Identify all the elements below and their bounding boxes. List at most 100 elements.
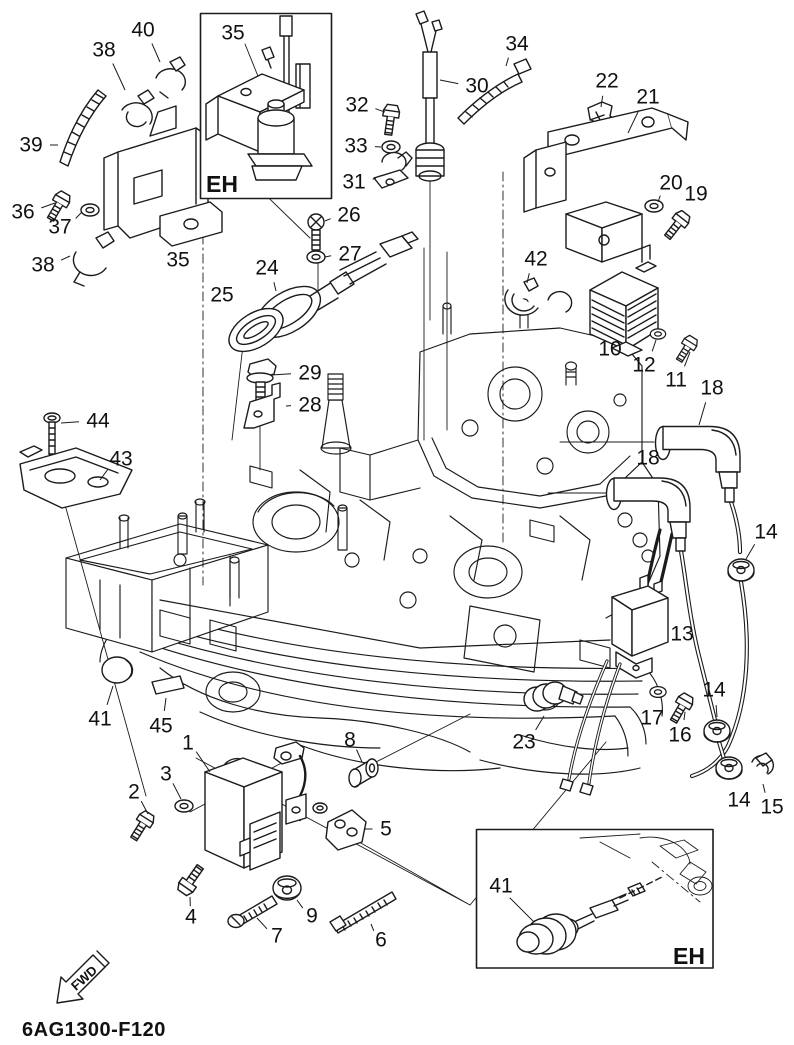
part-coil-lead-terminals xyxy=(559,778,594,796)
leader-line-31-9 xyxy=(372,177,377,180)
part-15-clamp xyxy=(751,752,775,775)
callout-label-24-18: 24 xyxy=(255,257,279,280)
callout-label-4-45: 4 xyxy=(185,906,197,929)
leader-line-45-39 xyxy=(163,697,167,712)
inset-top-eh-label: EH xyxy=(206,171,238,197)
leader-line-11-23 xyxy=(684,351,691,367)
fwd-arrow xyxy=(56,950,110,1004)
callout-label-36-3: 36 xyxy=(11,201,34,224)
callout-label-18-25: 18 xyxy=(636,447,659,470)
part-39-cable-tie xyxy=(59,89,107,167)
leader-line-44-28 xyxy=(60,421,80,424)
leader-line-22-12 xyxy=(600,95,604,108)
leader-line-2-42 xyxy=(140,800,149,815)
leader-line-16-34 xyxy=(683,711,686,721)
callout-label-15-37: 15 xyxy=(760,796,783,819)
callout-label-2-42: 2 xyxy=(128,781,140,804)
callout-label-28-27: 28 xyxy=(298,394,321,417)
part-17-washer xyxy=(649,685,667,699)
leader-line-37-4 xyxy=(75,211,83,219)
callout-label-27-17: 27 xyxy=(338,243,361,266)
part-1-cdi-unit xyxy=(204,757,283,871)
inset-bottom-engine-fragment xyxy=(579,833,713,903)
part-27-washer xyxy=(306,250,326,264)
part-14-grommet-c xyxy=(715,756,743,780)
part-20-washer xyxy=(644,199,664,213)
part-12-washer xyxy=(649,328,667,340)
leader-line-14-32 xyxy=(715,705,718,718)
leader-line-34-11 xyxy=(505,57,509,67)
part-7-screw xyxy=(227,895,278,929)
part-44-screw xyxy=(43,412,61,461)
part-18-plug-cap-upper xyxy=(654,425,741,503)
leader-line-38-5 xyxy=(60,255,71,261)
callout-label-23-35: 23 xyxy=(512,731,535,754)
callout-label-18-24: 18 xyxy=(700,377,723,400)
callout-label-40-0: 40 xyxy=(131,19,154,42)
callout-label-35-6: 35 xyxy=(166,249,189,272)
callout-label-16-34: 16 xyxy=(668,724,691,747)
part-6-cable-tie xyxy=(329,891,397,934)
callout-label-21-13: 21 xyxy=(636,86,659,109)
leader-lines xyxy=(41,43,766,931)
callout-label-43-29: 43 xyxy=(109,448,132,471)
callout-label-37-4: 37 xyxy=(48,216,71,239)
part-28-bracket xyxy=(243,382,281,429)
part-23-sensor xyxy=(523,681,584,712)
leader-line-14-30 xyxy=(745,543,756,560)
callout-label-25-19: 25 xyxy=(210,284,233,307)
callout-label-6-48: 6 xyxy=(375,929,387,952)
callout-label-38-1: 38 xyxy=(92,39,115,62)
part-34-cable-tie xyxy=(457,58,532,125)
leader-line-7-47 xyxy=(256,917,268,930)
part-9-grommet xyxy=(272,875,302,901)
part-4-bolt xyxy=(174,861,208,899)
leader-line-1-40 xyxy=(195,751,211,773)
leader-line-15-37 xyxy=(762,783,766,793)
part-35-bracket xyxy=(103,105,223,247)
callout-label-14-36: 14 xyxy=(727,789,751,812)
leader-line-18-24 xyxy=(698,402,707,426)
inset-top-part-drawing xyxy=(205,15,313,181)
leader-line-3-41 xyxy=(172,783,182,800)
leader-line-30-10 xyxy=(439,79,459,85)
inset-bottom-part-label: 41 xyxy=(489,875,512,898)
part-10-rectifier xyxy=(589,244,659,357)
part-8-collar xyxy=(348,758,379,788)
leader-line-26-16 xyxy=(324,218,331,222)
part-25-gasket xyxy=(228,307,284,353)
leader-line-21-13 xyxy=(627,110,640,134)
part-32-bolt xyxy=(379,103,402,137)
leader-line-24-18 xyxy=(273,282,277,292)
part-33-washer xyxy=(381,140,401,154)
part-30-wire-harness xyxy=(415,10,445,182)
callout-label-26-16: 26 xyxy=(337,204,360,227)
callout-label-30-10: 30 xyxy=(465,75,488,98)
part-3-washer xyxy=(174,799,194,813)
part-wire-bracket xyxy=(273,741,328,825)
part-40-clamp xyxy=(155,56,187,99)
callout-label-5-44: 5 xyxy=(380,818,392,841)
leader-line-12-22 xyxy=(651,339,657,352)
callout-label-38-5: 38 xyxy=(31,254,54,277)
inset-bottom-part-drawing xyxy=(516,875,665,955)
callout-label-20-14: 20 xyxy=(659,172,682,195)
callout-label-39-2: 39 xyxy=(19,134,42,157)
part-13-ignition-coil xyxy=(611,574,669,679)
part-29-flange-bolt xyxy=(246,358,277,403)
callout-label-19-15: 19 xyxy=(684,183,707,206)
callout-label-32-7: 32 xyxy=(345,94,368,117)
callout-label-14-30: 14 xyxy=(754,521,778,544)
leader-line-23-35 xyxy=(535,715,545,731)
part-14-grommet-b xyxy=(703,719,731,743)
callout-label-13-31: 13 xyxy=(670,623,693,646)
leader-line-20-14 xyxy=(657,195,661,203)
part-38-clamp-upper xyxy=(121,89,155,128)
part-2-bolt xyxy=(126,808,158,844)
callout-label-8-43: 8 xyxy=(344,729,356,752)
callout-label-22-12: 22 xyxy=(595,70,618,93)
leader-line-42-20 xyxy=(526,273,530,284)
diagram-code: 6AG1300-F120 xyxy=(22,1019,166,1041)
part-31-clamp xyxy=(373,151,413,189)
